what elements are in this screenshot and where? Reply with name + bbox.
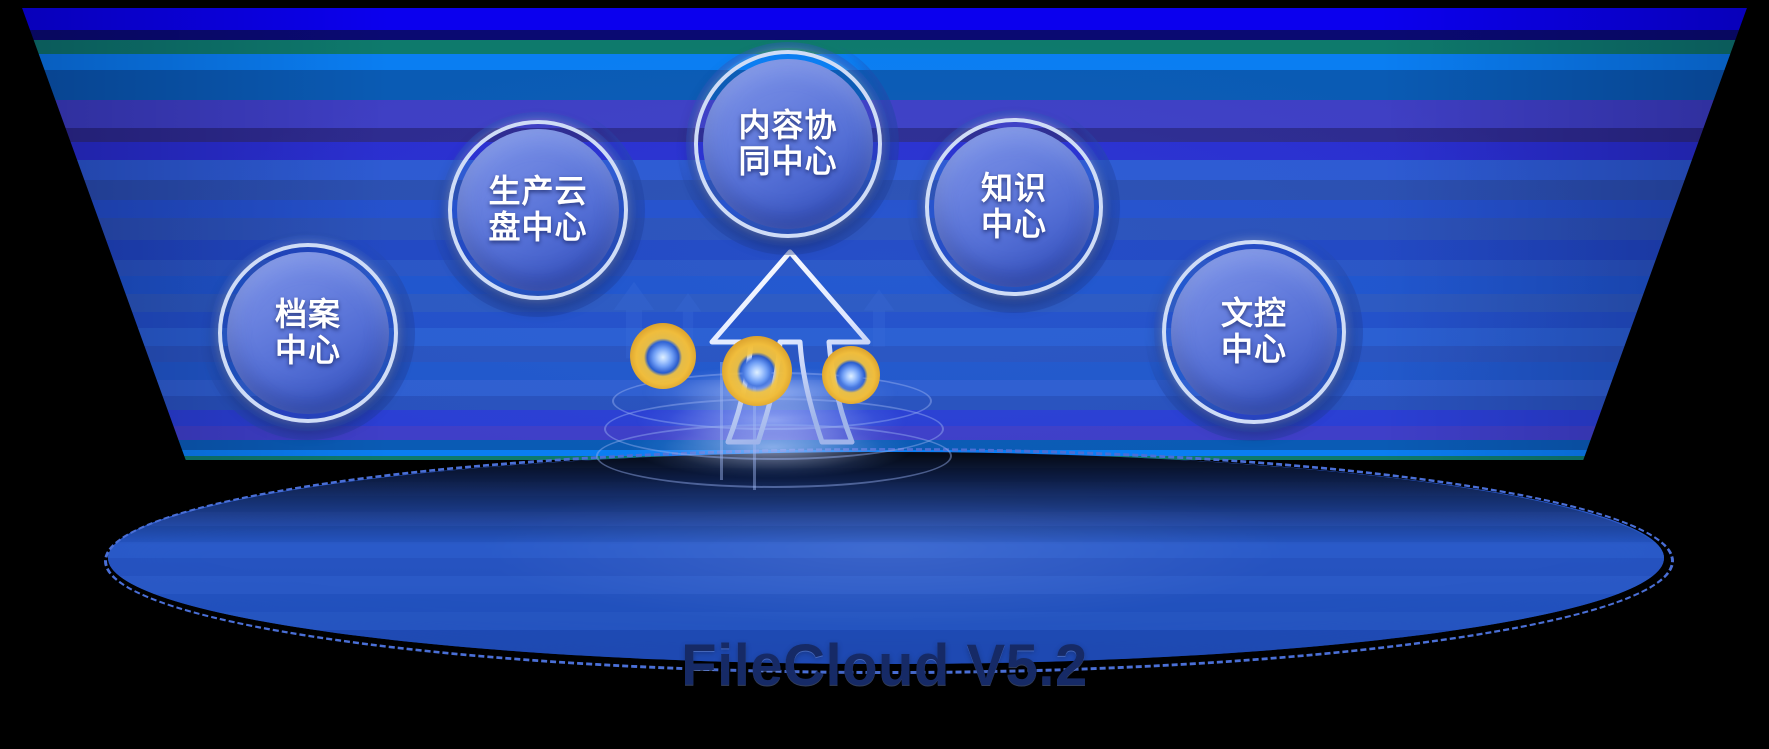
node-outer-ring xyxy=(210,235,406,431)
node-outer-ring xyxy=(1154,232,1354,432)
ghost-arrow-right xyxy=(862,288,896,348)
ghost-arrow-mid xyxy=(673,292,703,344)
node-outer-ring xyxy=(917,110,1111,304)
floor-stripe-band xyxy=(108,594,1664,612)
node-ring xyxy=(925,118,1103,296)
node-outer-ring xyxy=(686,42,890,246)
podium-axis-1 xyxy=(720,362,723,480)
sphere-center xyxy=(722,336,792,406)
node-production-cloud[interactable]: 生产云盘中心 xyxy=(431,103,645,317)
ghost-arrow-left xyxy=(611,280,657,360)
stripe-band xyxy=(22,8,1747,30)
stripe-band xyxy=(22,30,1747,40)
node-ring xyxy=(218,243,398,423)
floor-stripe-band xyxy=(108,526,1664,542)
floor-stripe-band xyxy=(108,558,1664,576)
node-ring xyxy=(1162,240,1346,424)
podium-axis-2 xyxy=(753,372,756,490)
stripe-band xyxy=(22,54,1747,70)
floor-stripe-band xyxy=(108,630,1664,664)
node-content-collaboration[interactable]: 内容协同中心 xyxy=(677,33,899,255)
node-archive-center[interactable]: 档案中心 xyxy=(201,226,415,440)
node-outer-ring xyxy=(440,112,636,308)
floor-stripe-band xyxy=(108,496,1664,512)
floor-stripe-band xyxy=(108,542,1664,558)
node-knowledge-center[interactable]: 知识中心 xyxy=(908,101,1120,313)
node-ring xyxy=(448,120,628,300)
page-title: FileCloud V5.2 xyxy=(681,633,1088,698)
stripe-band xyxy=(22,40,1747,54)
floor-stripe-band xyxy=(108,512,1664,526)
stripe-band xyxy=(22,200,1747,218)
node-ring xyxy=(694,50,882,238)
growth-arrow-icon xyxy=(690,246,890,446)
node-doc-control-center[interactable]: 文控中心 xyxy=(1145,223,1363,441)
sphere-left xyxy=(630,323,696,389)
floor-stripe-band xyxy=(108,482,1664,496)
sphere-right xyxy=(822,346,880,404)
floor-stripe-band xyxy=(108,612,1664,630)
floor-stripe-band xyxy=(108,576,1664,594)
orbit-lower xyxy=(596,424,952,488)
